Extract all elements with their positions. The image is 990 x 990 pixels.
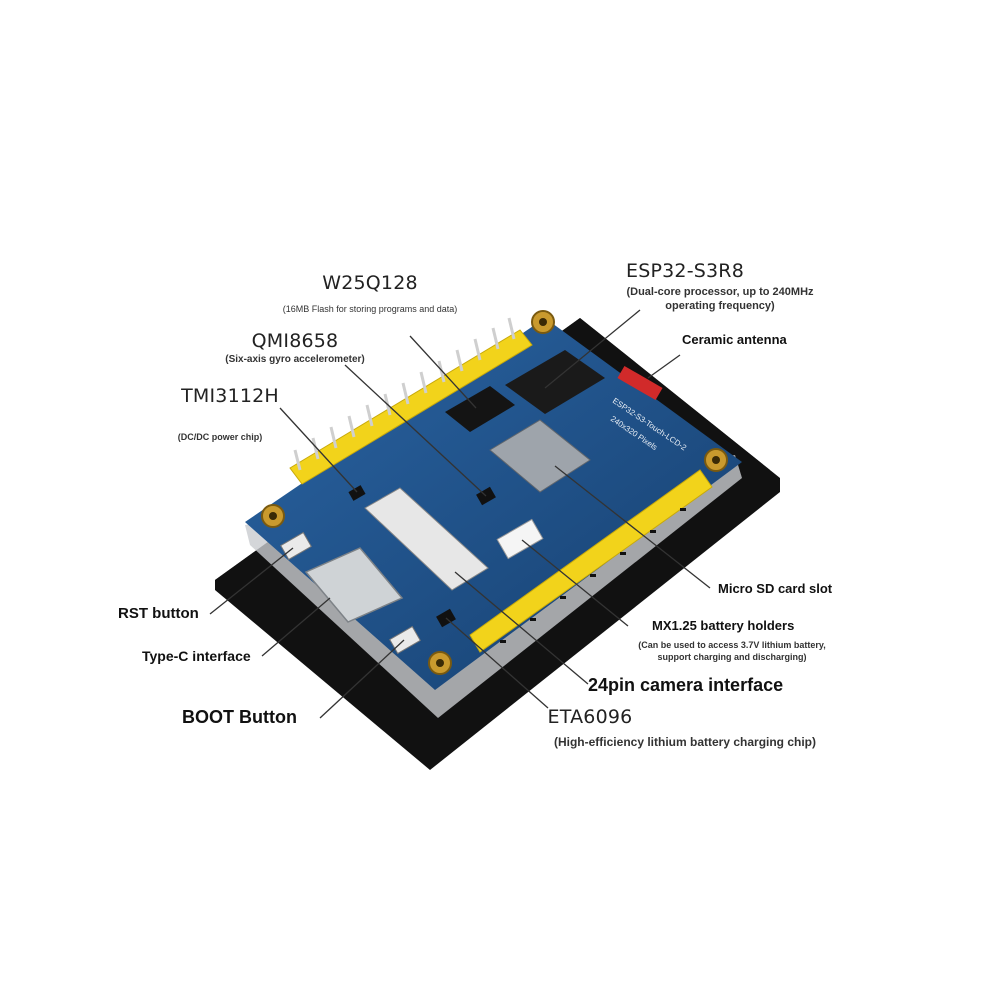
esp32-title: ESP32-S3R8 — [626, 260, 744, 282]
boot-label: BOOT Button — [182, 707, 297, 727]
pin-header-top — [289, 317, 533, 485]
esp32-sub2: operating frequency) — [665, 300, 775, 312]
esp32-sub1: (Dual-core processor, up to 240MHz — [626, 286, 814, 298]
mx125-sub2: support charging and discharging) — [657, 652, 807, 662]
qmi8658-sub: (Six-axis gyro accelerometer) — [225, 354, 365, 365]
mx125-sub1: (Can be used to access 3.7V lithium batt… — [638, 640, 826, 650]
w25q128-sub: (16MB Flash for storing programs and dat… — [282, 304, 458, 314]
antenna-label: Ceramic antenna — [682, 332, 787, 347]
mx125-title: MX1.25 battery holders — [652, 618, 795, 633]
tmi3112h-sub: (DC/DC power chip) — [177, 432, 263, 442]
camera-connector — [364, 487, 489, 591]
rst-button-part — [280, 531, 312, 561]
pin-header-bottom — [469, 469, 713, 653]
usb-c-port — [304, 547, 404, 623]
qmi8658-title: QMI8658 — [251, 330, 339, 352]
leader-lines — [209, 309, 711, 719]
eta6096-sub: (High-efficiency lithium battery chargin… — [553, 735, 817, 749]
w25q128-title: W25Q128 — [322, 272, 418, 294]
rst-label: RST button — [118, 605, 199, 622]
tmi3112h-title: TMI3112H — [181, 385, 279, 407]
esp32-chip — [505, 350, 605, 414]
battery-connector — [496, 518, 544, 560]
power-chip — [348, 485, 366, 501]
eta6096-title: ETA6096 — [547, 706, 633, 728]
sd-slot-label: Micro SD card slot — [718, 581, 833, 596]
typec-label: Type-C interface — [142, 648, 251, 664]
camera-label: 24pin camera interface — [588, 675, 784, 695]
antenna-part — [617, 365, 663, 401]
flash-chip — [445, 386, 515, 432]
